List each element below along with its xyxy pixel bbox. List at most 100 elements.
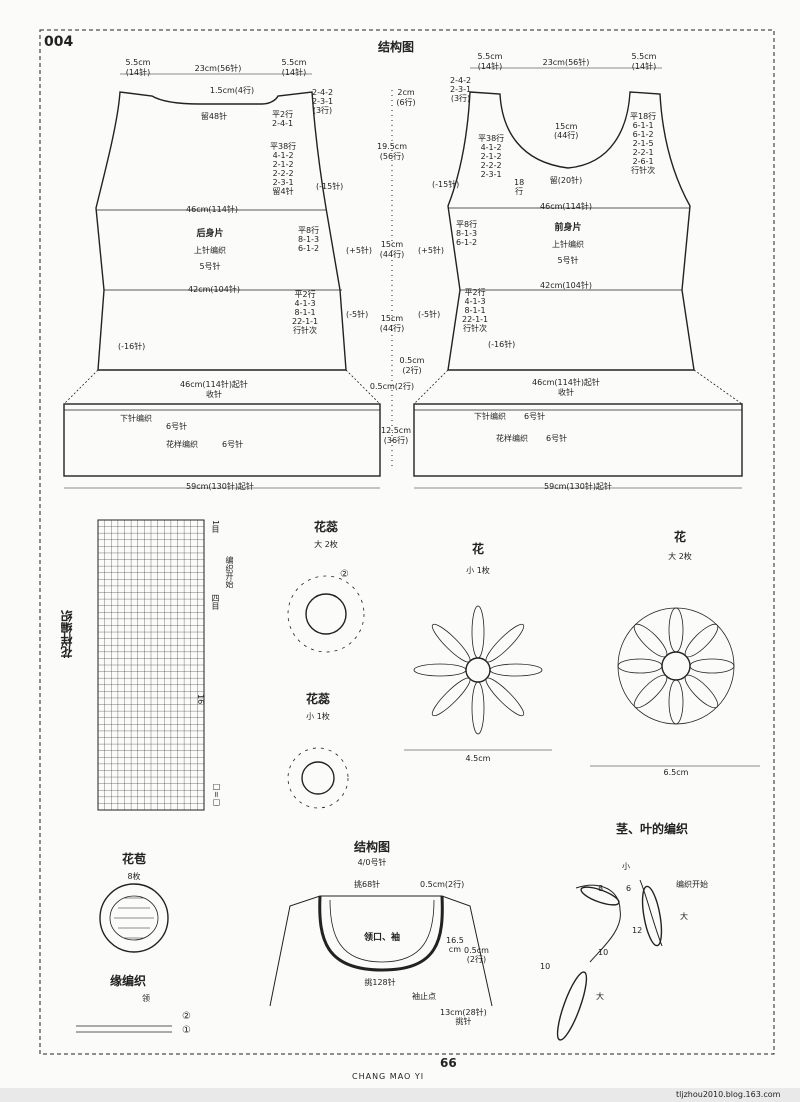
front-w-left-st: (14针) bbox=[477, 62, 503, 71]
back-piece-outline bbox=[95, 91, 347, 371]
center-c5: 0.5cm bbox=[399, 356, 425, 365]
back-w-right: 5.5cm bbox=[281, 58, 307, 67]
stem-n6: 6 bbox=[626, 884, 632, 893]
front-skirt bbox=[413, 403, 743, 477]
center-c3s: (44行) bbox=[379, 250, 405, 259]
neckband-side-h: 0.5cm (2行) bbox=[464, 946, 489, 964]
back-needle: 5号针 bbox=[199, 262, 221, 271]
front-neck-center: 留(20针) bbox=[549, 176, 583, 185]
center-c2: 19.5cm bbox=[376, 142, 408, 151]
flower-big-sub: 大 2枚 bbox=[668, 552, 692, 561]
front-method: 上针编织 bbox=[552, 240, 584, 249]
stem-s1: 小 bbox=[622, 862, 630, 871]
pattern-number: 004 bbox=[44, 34, 74, 50]
page-frame bbox=[39, 29, 775, 1055]
center-m2: (+5针) bbox=[346, 246, 373, 255]
back-skirt-l2: 花样编织 bbox=[166, 440, 198, 449]
center-c2s: (56行) bbox=[379, 152, 405, 161]
stem-n8: 8 bbox=[598, 884, 604, 893]
back-skirt-width: 59cm(130针)起针 bbox=[186, 482, 254, 491]
structure2-title: 结构图 bbox=[353, 840, 391, 854]
front-hem: 46cm(114针)起针 bbox=[532, 378, 600, 387]
front-w-left: 5.5cm bbox=[477, 52, 503, 61]
bud-title: 花苞 bbox=[121, 852, 147, 866]
flower-small-width: 4.5cm bbox=[465, 754, 491, 763]
edge-r1: ① bbox=[182, 1025, 191, 1036]
front-shoulder: 2-4-2 2-3-1 (3行) bbox=[450, 76, 472, 103]
back-w-right-st: (14针) bbox=[281, 68, 307, 77]
front-needle: 5号针 bbox=[557, 256, 579, 265]
center-c4s: (44行) bbox=[379, 324, 405, 333]
back-bust: 46cm(114针) bbox=[186, 205, 238, 214]
stem-big2: 大 bbox=[596, 992, 604, 1001]
center-m4: (-5针) bbox=[346, 310, 369, 319]
back-w-left: 5.5cm bbox=[125, 58, 151, 67]
edge-title: 缘编织 bbox=[109, 974, 147, 988]
neckband-top-h: 0.5cm(2行) bbox=[420, 880, 465, 889]
front-w-right: 5.5cm bbox=[631, 52, 657, 61]
center-m5: (-5针) bbox=[418, 310, 441, 319]
center-c7: 12.5cm bbox=[380, 426, 412, 435]
front-right-armhole: 平18行 6-1-1 6-1-2 2-1-5 2-2-1 2-6-1 行针次 bbox=[630, 112, 657, 175]
center-c7s: (36行) bbox=[383, 436, 409, 445]
front-waist-inc: 平8行 8-1-3 6-1-2 bbox=[456, 220, 478, 247]
chart-top: 1目 bbox=[211, 520, 220, 534]
back-hip-dec: 平2行 4-1-3 8-1-1 22-1-1 行针次 bbox=[292, 290, 319, 335]
front-w-right-st: (14针) bbox=[631, 62, 657, 71]
back-hem-sub: 收针 bbox=[206, 390, 222, 399]
title-structure: 结构图 bbox=[377, 40, 415, 54]
structure2-sub: 4/0号针 bbox=[357, 858, 387, 867]
front-bust: 46cm(114针) bbox=[540, 202, 592, 211]
back-neck-right: 平2行 2-4-1 bbox=[272, 110, 294, 128]
stamen-mark-2: ② bbox=[340, 569, 349, 580]
front-w-mid: 23cm(56针) bbox=[542, 58, 590, 67]
front-skirt-l1: 下针编织 bbox=[474, 412, 506, 421]
bud-circle bbox=[99, 883, 169, 953]
neckband-side: 16.5 cm bbox=[446, 936, 464, 954]
center-c6: 0.5cm(2行) bbox=[369, 382, 415, 391]
back-name: 后身片 bbox=[196, 229, 224, 239]
center-c3: 15cm bbox=[380, 240, 404, 249]
center-c5s: (2行) bbox=[402, 366, 422, 375]
back-waist: 42cm(104针) bbox=[188, 285, 240, 294]
back-skirt bbox=[63, 403, 381, 477]
back-w-left-st: (14针) bbox=[125, 68, 151, 77]
back-waist-inc: 平8行 8-1-3 6-1-2 bbox=[298, 226, 320, 253]
neckband-bottom: 挑128针 bbox=[364, 978, 396, 987]
back-neck-depth: 1.5cm(4行) bbox=[209, 86, 255, 95]
front-neck-18: 18 行 bbox=[514, 178, 525, 196]
back-armhole-dec: (-15针) bbox=[316, 182, 344, 191]
stem-title: 茎、叶的编织 bbox=[615, 822, 689, 836]
page-number: 66 bbox=[440, 1056, 457, 1070]
stamen-small-title: 花蕊 bbox=[305, 692, 331, 706]
front-waist: 42cm(104针) bbox=[540, 281, 592, 290]
front-skirt-l2n: 6号针 bbox=[546, 434, 568, 443]
source-url: tljzhou2010.blog.163.com bbox=[676, 1090, 781, 1099]
front-piece-outline bbox=[447, 91, 695, 371]
stem-n10a: 10 bbox=[598, 948, 609, 957]
stamen-big-circle bbox=[305, 593, 347, 635]
stamen-small-sub: 小 1枚 bbox=[306, 712, 330, 721]
center-m1: (-15针) bbox=[432, 180, 460, 189]
center-c1: 2cm bbox=[397, 88, 415, 97]
flower-big-width: 6.5cm bbox=[663, 768, 689, 777]
back-skirt-l2n: 6号针 bbox=[222, 440, 244, 449]
stamen-big-title: 花蕊 bbox=[313, 520, 339, 534]
front-hem-sub: 收针 bbox=[558, 388, 574, 397]
back-skirt-l1: 下针编织 bbox=[120, 414, 152, 423]
neckband-right: 13cm(28针) 挑针 bbox=[440, 1008, 487, 1026]
bottom-strip bbox=[0, 1088, 800, 1102]
center-m3: (+5针) bbox=[418, 246, 445, 255]
neckband-title: 领口、袖 bbox=[363, 933, 401, 943]
chart-grid bbox=[98, 520, 204, 810]
edge-r2: ② bbox=[182, 1011, 191, 1022]
chart-key: □=□ bbox=[212, 782, 221, 807]
front-hip-dec-right: (-16针) bbox=[488, 340, 516, 349]
flower-small-sub: 小 1枚 bbox=[466, 566, 490, 575]
center-c1s: (6行) bbox=[396, 98, 416, 107]
neckband-arm: 袖止点 bbox=[412, 992, 436, 1001]
back-method: 上针编织 bbox=[194, 246, 226, 255]
flower-small-title: 花 bbox=[471, 542, 485, 556]
chart-start: 编织开始 bbox=[225, 556, 234, 588]
